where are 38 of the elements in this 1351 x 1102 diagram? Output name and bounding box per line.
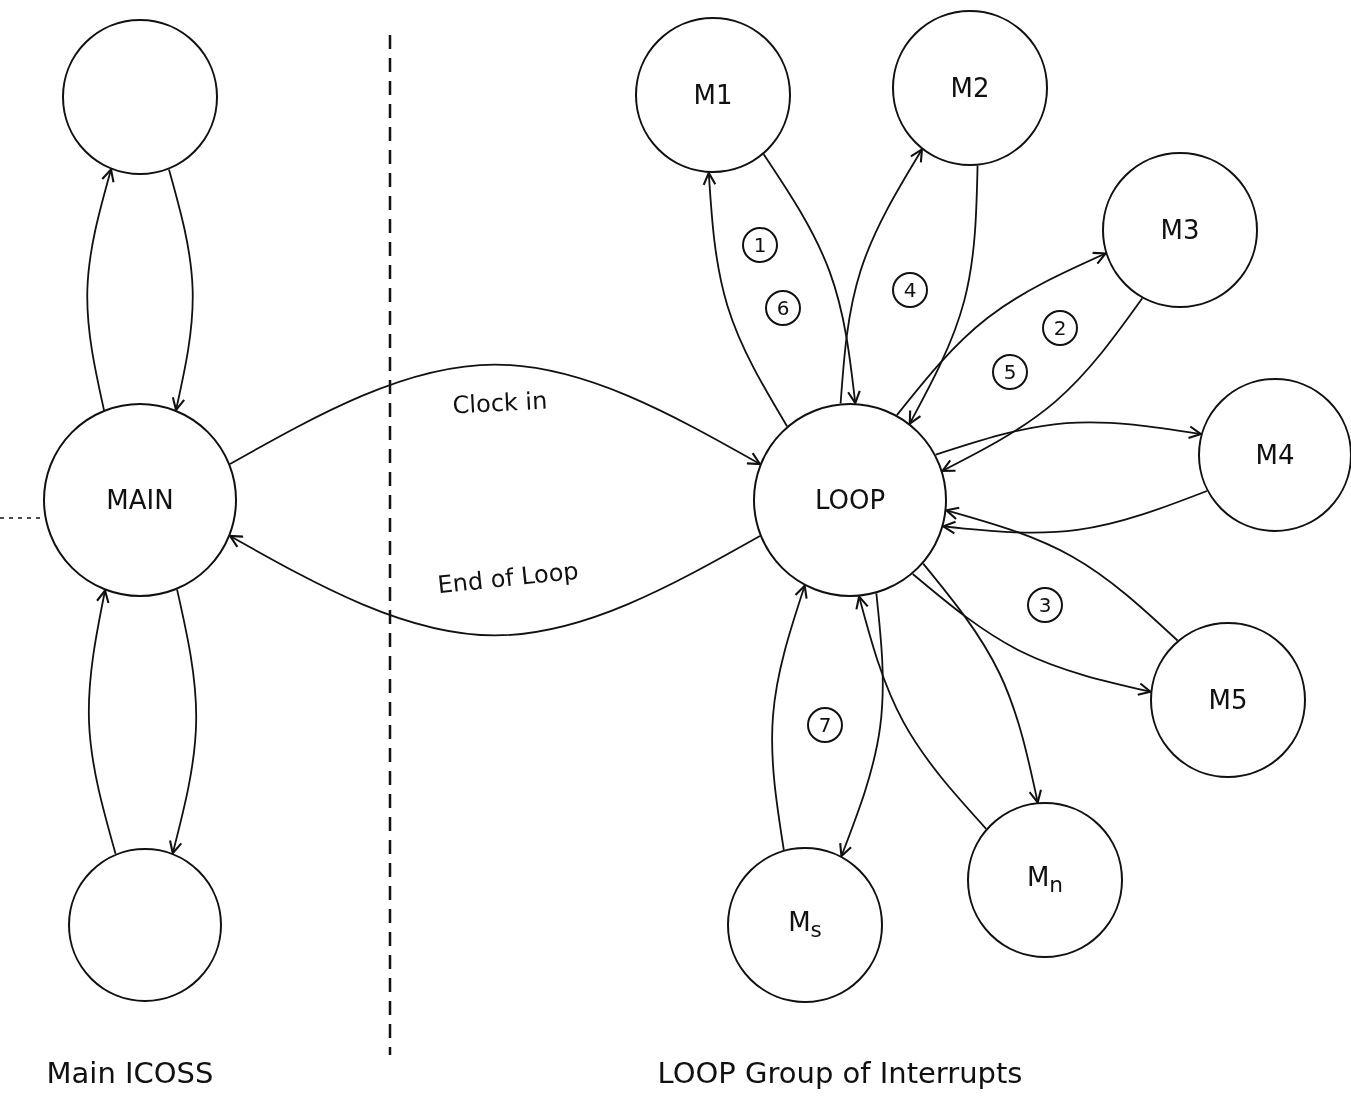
arrow: [908, 164, 979, 425]
section-caption: LOOP Group of Interrupts: [657, 1056, 1023, 1090]
node-label: M$_{s}$: [788, 907, 822, 943]
node-label: LOOP: [814, 485, 886, 515]
callout-number: 2: [1042, 310, 1078, 346]
node-label: M$_{n}$: [1026, 862, 1064, 898]
arrow: [168, 168, 194, 411]
arrow: [229, 535, 761, 637]
node-label: M5: [1208, 685, 1248, 715]
arrow: [896, 251, 1107, 416]
callout-number: 6: [765, 290, 801, 326]
arrow: [945, 506, 1179, 642]
arrow: [229, 363, 761, 466]
node-label: M2: [950, 73, 990, 103]
arrow: [941, 297, 1144, 472]
arrow: [942, 490, 1208, 535]
arrow: [839, 148, 923, 405]
arrow: [771, 584, 808, 851]
arrow: [911, 573, 1152, 696]
arrow: [922, 562, 1042, 804]
node-label: M1: [693, 80, 733, 110]
arrow: [839, 592, 884, 858]
section-caption: Main ICOSS: [46, 1056, 214, 1090]
arrow: [87, 589, 117, 855]
arrow: [934, 421, 1202, 456]
arrow: [762, 153, 861, 405]
callout-number: 3: [1027, 587, 1063, 623]
node-label: MAIN: [106, 485, 174, 515]
node-label: M3: [1160, 215, 1200, 245]
callout-number: 1: [742, 227, 778, 263]
node-label: M4: [1255, 440, 1295, 470]
arrow: [86, 168, 115, 411]
arrow: [168, 588, 198, 855]
arrow: [855, 595, 988, 830]
arrow: [702, 171, 788, 428]
callout-number: 5: [992, 354, 1028, 390]
callout-number: 7: [807, 707, 843, 743]
callout-number: 4: [892, 272, 928, 308]
